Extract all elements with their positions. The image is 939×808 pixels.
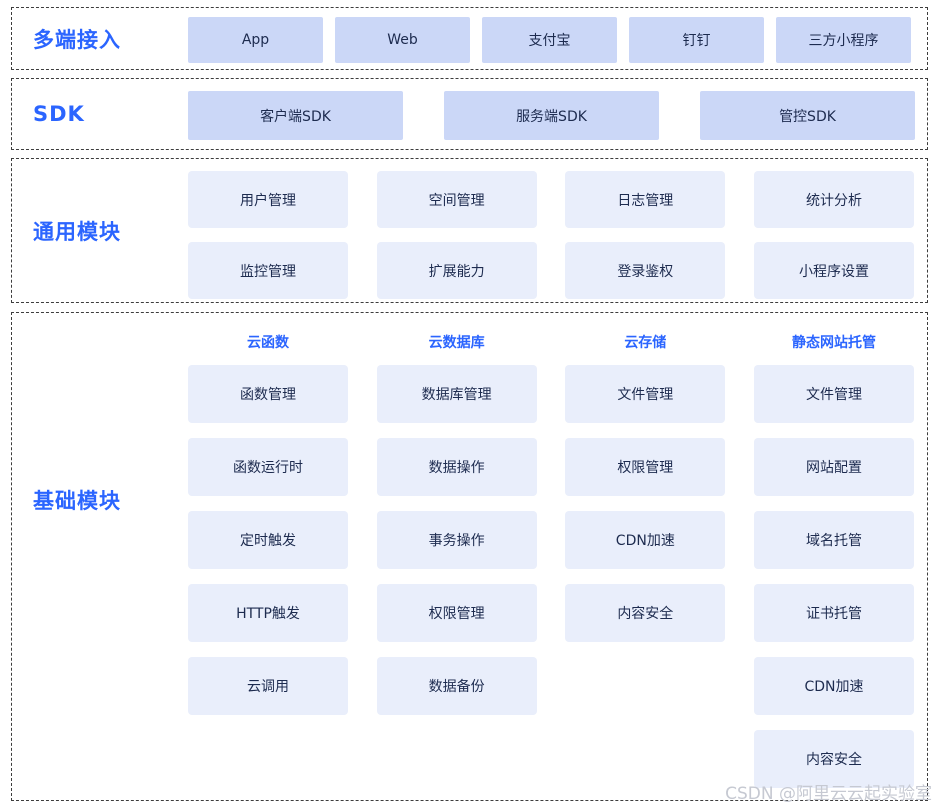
access-item: App (188, 17, 323, 63)
base-module-item: 内容安全 (753, 730, 914, 788)
common-module-item: 空间管理 (376, 171, 537, 228)
base-module-item: 数据库管理 (376, 365, 537, 423)
sdk-item: 管控SDK (700, 91, 915, 140)
access-items: App Web 支付宝钉钉三方小程序 (188, 17, 911, 63)
base-module-item: 文件管理 (753, 365, 914, 423)
base-module-item: HTTP触发 (188, 584, 348, 642)
base-module-item: 函数管理 (188, 365, 348, 423)
base-column-header: 云数据库 (428, 335, 485, 351)
common-module-item: 用户管理 (188, 171, 348, 228)
common-module-item: 日志管理 (565, 171, 726, 228)
base-module-item: 证书托管 (753, 584, 914, 642)
base-module-item: 事务操作 (376, 511, 537, 569)
section-label-sdk: SDK (33, 102, 85, 126)
base-column-header: 静态网站托管 (791, 335, 876, 351)
base-module-columns: 云函数 函数管理函数运行时定时触发 HTTP触发云调用 云数据库 数据库管理数据操… (188, 333, 914, 788)
section-base-modules: 基础模块 云函数 函数管理函数运行时定时触发 HTTP触发云调用 云数据库 数据库… (11, 312, 928, 801)
base-column-cloud-storage: 云存储 文件管理权限管理 CDN加速内容安全 (565, 333, 726, 788)
sdk-items: 客户端SDK 服务端SDK 管控SDK (188, 91, 915, 140)
base-column-items: 文件管理网站配置域名托管证书托管 CDN加速内容安全 (753, 365, 914, 788)
common-module-item: 小程序设置 (753, 242, 914, 299)
access-item: 钉钉 (629, 17, 764, 63)
base-module-item: CDN加速 (753, 657, 914, 715)
base-column-static-hosting: 静态网站托管 文件管理网站配置域名托管证书托管 CDN加速内容安全 (753, 333, 914, 788)
base-module-item: 定时触发 (188, 511, 348, 569)
base-column-header: 云函数 (247, 335, 289, 351)
common-module-item: 扩展能力 (376, 242, 537, 299)
base-module-item: 内容安全 (565, 584, 726, 642)
base-column-cloud-database: 云数据库 数据库管理数据操作事务操作权限管理数据备份 (376, 333, 537, 788)
base-column-header: 云存储 (624, 335, 667, 351)
base-module-item: CDN加速 (565, 511, 726, 569)
common-module-items: 用户管理空间管理日志管理统计分析监控管理扩展能力登录鉴权小程序设置 (188, 171, 914, 299)
section-label-base-modules: 基础模块 (33, 489, 121, 513)
base-column-items: 文件管理权限管理 CDN加速内容安全 (565, 365, 726, 642)
base-module-item: 域名托管 (753, 511, 914, 569)
csdn-watermark: CSDN @阿里云云起实验室 (725, 784, 932, 804)
section-label-common-modules: 通用模块 (33, 219, 121, 244)
access-item: Web (335, 17, 470, 63)
section-multi-end-access: 多端接入 App Web 支付宝钉钉三方小程序 (11, 7, 928, 70)
base-module-item: 数据操作 (376, 438, 537, 496)
base-column-cloud-function: 云函数 函数管理函数运行时定时触发 HTTP触发云调用 (188, 333, 348, 788)
base-module-item: 文件管理 (565, 365, 726, 423)
base-column-items: 数据库管理数据操作事务操作权限管理数据备份 (376, 365, 537, 715)
base-module-item: 函数运行时 (188, 438, 348, 496)
access-item: 三方小程序 (776, 17, 911, 63)
common-module-item: 登录鉴权 (565, 242, 726, 299)
sdk-item: 客户端SDK (188, 91, 403, 140)
section-sdk: SDK 客户端SDK 服务端SDK 管控SDK (11, 78, 928, 150)
base-column-items: 函数管理函数运行时定时触发 HTTP触发云调用 (188, 365, 348, 715)
base-module-item: 网站配置 (753, 438, 914, 496)
sdk-item: 服务端SDK (444, 91, 659, 140)
common-module-item: 监控管理 (188, 242, 348, 299)
common-module-item: 统计分析 (753, 171, 914, 228)
section-common-modules: 通用模块 用户管理空间管理日志管理统计分析监控管理扩展能力登录鉴权小程序设置 (11, 158, 928, 303)
access-item: 支付宝 (482, 17, 617, 63)
base-module-item: 数据备份 (376, 657, 537, 715)
base-module-item: 权限管理 (376, 584, 537, 642)
base-module-item: 云调用 (188, 657, 348, 715)
section-label-multi-end-access: 多端接入 (33, 27, 121, 52)
base-module-item: 权限管理 (565, 438, 726, 496)
